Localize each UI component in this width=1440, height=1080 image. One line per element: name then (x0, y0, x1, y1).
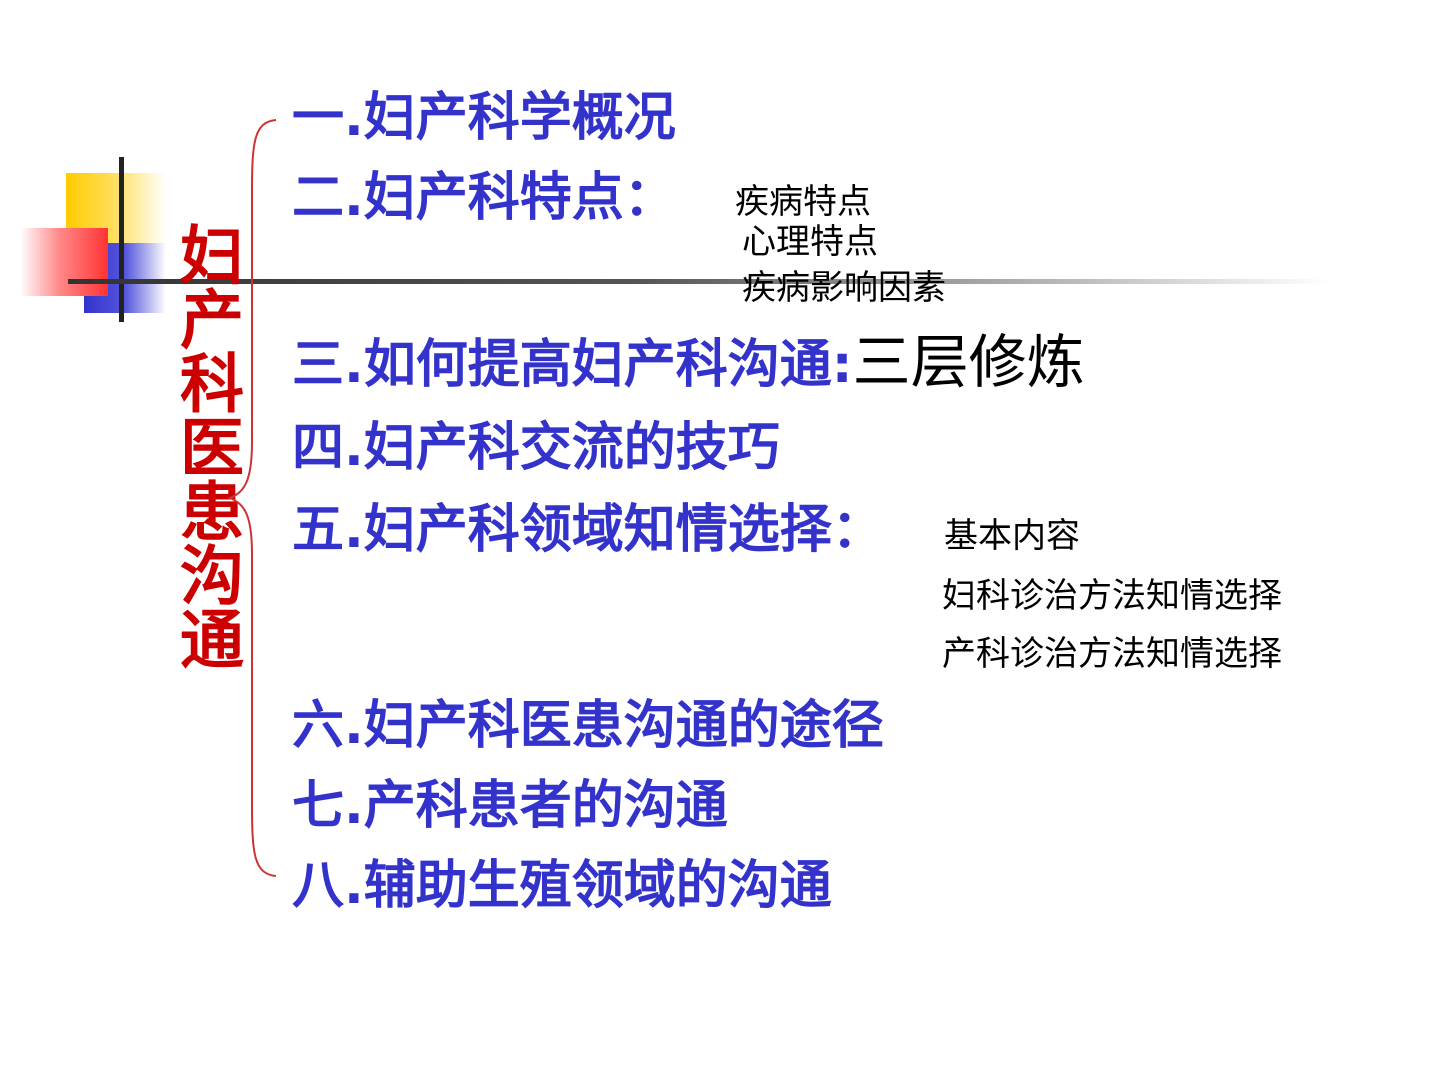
item-4-label: 四.妇产科交流的技巧 (292, 418, 780, 478)
item-8: 八.辅助生殖领域的沟通 (292, 856, 832, 916)
item-5-sub-2: 妇科诊治方法知情选择 (942, 576, 1282, 616)
slide-title: 妇产科医患沟通 (169, 222, 243, 670)
item-3-label: 三.如何提高妇产科沟通: (292, 335, 853, 395)
item-6-label: 六.妇产科医患沟通的途径 (292, 696, 884, 756)
decor-horizontal-line (68, 279, 1328, 284)
item-7: 七.产科患者的沟通 (292, 776, 728, 836)
item-8-label: 八.辅助生殖领域的沟通 (292, 856, 832, 916)
item-2-sub-2: 心理特点 (742, 222, 878, 262)
item-2-sub-3: 疾病影响因素 (742, 268, 946, 308)
item-6: 六.妇产科医患沟通的途径 (292, 696, 884, 756)
item-2: 二.妇产科特点： (292, 168, 676, 228)
item-1: 一.妇产科学概况 (292, 88, 676, 148)
decor-red-square (20, 228, 108, 296)
item-4: 四.妇产科交流的技巧 (292, 418, 780, 478)
item-2-sub-1: 疾病特点 (735, 182, 871, 222)
item-1-label: 一.妇产科学概况 (292, 88, 676, 148)
decor-vertical-line (119, 157, 124, 322)
item-7-label: 七.产科患者的沟通 (292, 776, 728, 836)
item-5: 五.妇产科领域知情选择： (292, 500, 884, 560)
item-5-sub-3: 产科诊治方法知情选择 (942, 634, 1282, 674)
item-2-label: 二.妇产科特点： (292, 168, 676, 228)
item-5-label: 五.妇产科领域知情选择： (292, 500, 884, 560)
item-3-tail: 三层修炼 (852, 328, 1085, 396)
item-5-sub-1: 基本内容 (944, 516, 1080, 556)
item-3: 三.如何提高妇产科沟通:三层修炼 (292, 332, 1085, 395)
curly-brace (227, 119, 277, 877)
